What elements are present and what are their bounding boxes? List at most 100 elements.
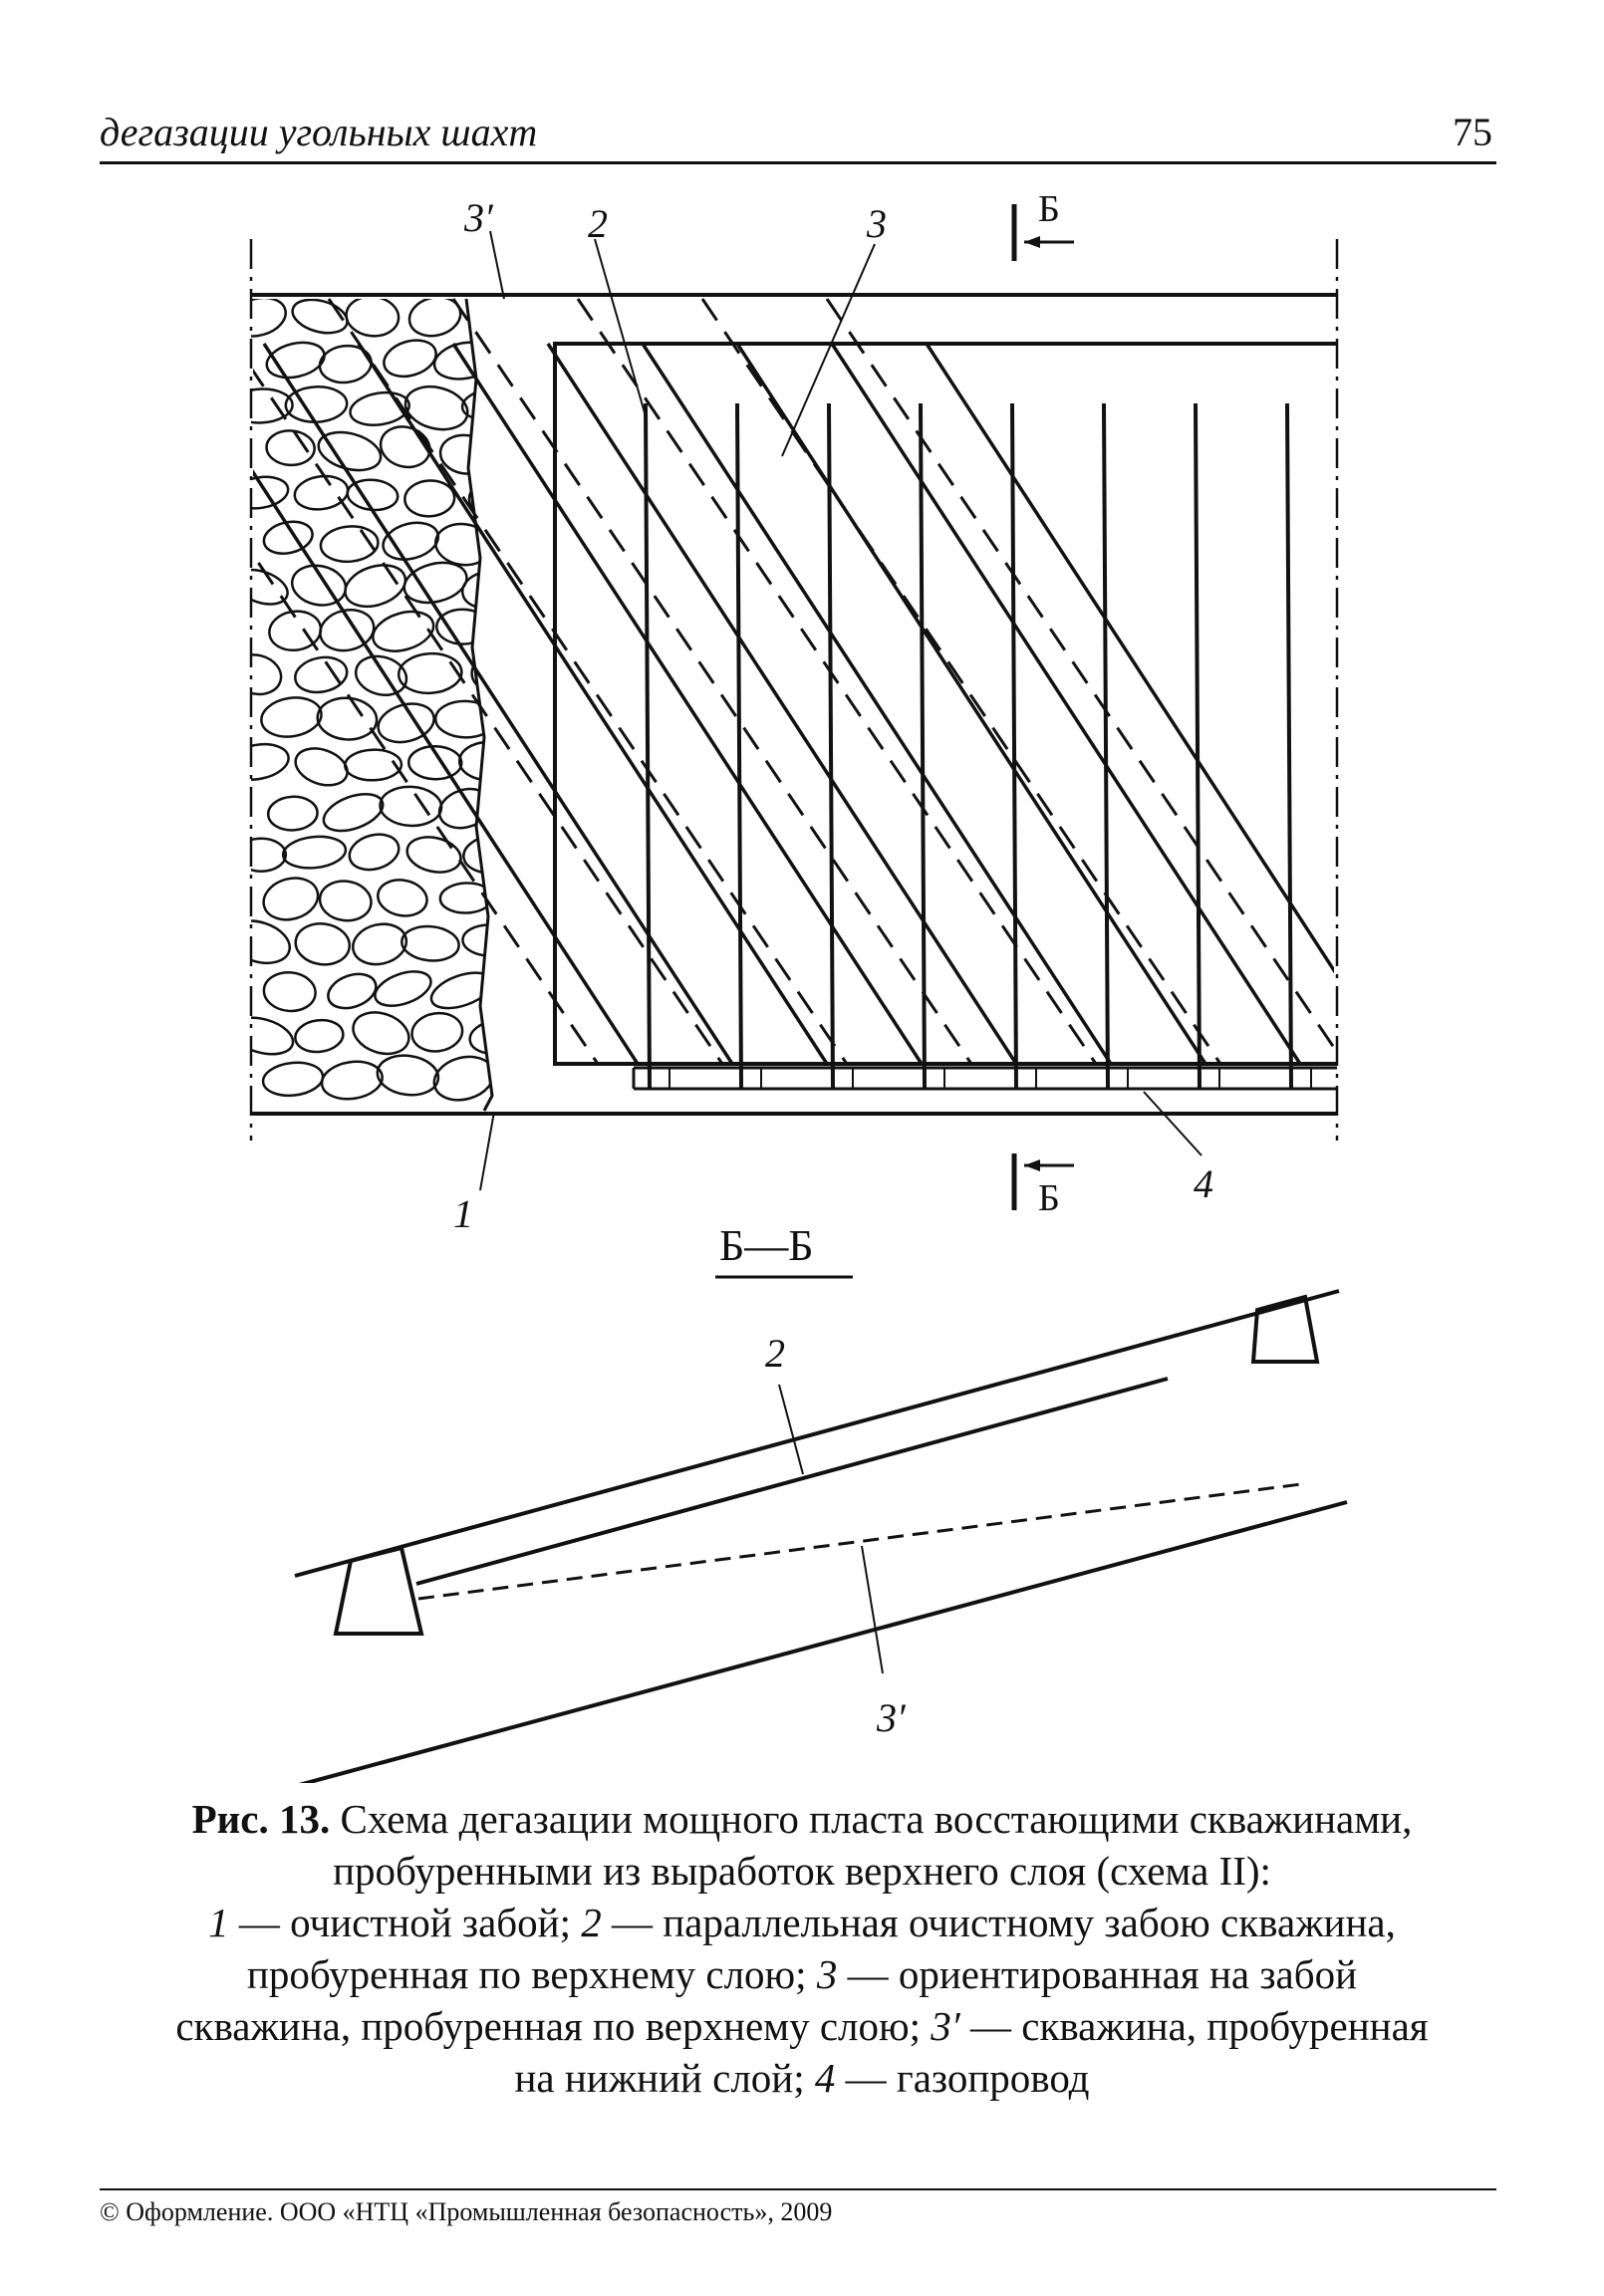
rubble-stone — [488, 341, 492, 383]
section-roadway-upper — [1250, 1294, 1320, 1364]
legend-text-1: — очистной забой; — [228, 1900, 582, 1945]
rubble-stone — [344, 564, 407, 609]
rubble-stone — [251, 742, 290, 781]
legend-text-2b: пробуренная по верхнему слою; — [246, 1951, 817, 1997]
lower-layer-borehole — [700, 298, 1222, 1065]
rubble-stone — [518, 735, 583, 787]
caption-line-5: скважина, пробуренная по верхнему слою; … — [90, 2000, 1514, 2052]
rubble-stone — [468, 1019, 492, 1056]
rubble-stone — [318, 344, 373, 384]
rubble-stone — [402, 561, 468, 605]
figure-13-diagram: 3′ 2 3 Б Б 1 4 Б—Б 2 3′ — [249, 188, 1348, 1783]
rubble-stone — [251, 475, 290, 510]
label-section-bottom: Б — [1038, 1177, 1060, 1219]
plan-view — [249, 204, 1339, 1210]
rubble-stone — [432, 341, 492, 381]
rubble-stone — [317, 430, 383, 472]
rubble-stone — [470, 652, 492, 695]
running-title: дегазации угольных шахт — [100, 110, 538, 154]
rubble-stone — [372, 610, 435, 652]
rubble-stone — [491, 524, 492, 563]
parallel-borehole — [735, 402, 743, 1089]
upper-roof-line — [294, 1289, 1340, 1578]
label-section-top: Б — [1038, 188, 1060, 230]
label-2-top: 2 — [588, 201, 608, 246]
rubble-stone — [462, 834, 492, 875]
lower-layer-borehole — [327, 298, 849, 1065]
gas-pipeline — [632, 1066, 1337, 1091]
rubble-stone — [352, 1011, 410, 1056]
page-number: 75 — [1453, 110, 1492, 154]
lower-layer-borehole — [451, 298, 973, 1065]
oriented-borehole — [253, 469, 640, 1065]
label-2-section: 2 — [765, 1331, 785, 1376]
rubble-stone — [316, 696, 379, 741]
legend-text-3prime-b: на нижний слой; — [514, 2055, 815, 2101]
figure-number: Рис. 13. — [191, 1796, 331, 1842]
oriented-borehole — [451, 343, 924, 1065]
section-roadway-lower — [333, 1545, 424, 1636]
footer-rule — [100, 2188, 1496, 2190]
rubble-stone — [432, 1055, 492, 1102]
rubble-stone — [294, 922, 352, 966]
leader-2-section — [778, 1384, 804, 1475]
label-3prime-top: 3′ — [463, 195, 494, 240]
rubble-stone — [551, 875, 616, 917]
rubble-stone — [262, 970, 317, 1013]
rubble-stone — [318, 880, 373, 922]
lower-layer-borehole — [825, 298, 1334, 1051]
coal-face-edge — [464, 298, 494, 1112]
parallel-borehole — [827, 402, 835, 1089]
rubble-stone — [251, 919, 291, 965]
rubble-stone — [294, 747, 349, 787]
parallel-borehole — [1285, 402, 1293, 1089]
legend-text-3prime: — скважина, пробуренная — [959, 2003, 1429, 2049]
rubble-stone — [265, 341, 326, 380]
rubble-stone — [345, 299, 401, 338]
label-1: 1 — [453, 1191, 473, 1236]
legend-text-2: — параллельная очистному забою скважина, — [601, 1900, 1396, 1945]
rubble-stone — [265, 429, 316, 467]
boreholes — [253, 298, 1334, 1089]
label-3-top: 3 — [866, 201, 887, 246]
rubble-stone — [406, 744, 463, 781]
rubble-stone — [397, 651, 463, 695]
figure-caption: Рис. 13. Схема дегазации мощного пласта … — [90, 1793, 1514, 2104]
oriented-borehole — [925, 343, 1334, 974]
rubble-stone — [261, 1061, 325, 1098]
caption-line-3: 1 — очистной забой; 2 — параллельная очи… — [90, 1897, 1514, 1948]
rubble-stone — [491, 968, 492, 1004]
section-borehole-3prime — [417, 1482, 1302, 1601]
rubble-stone — [290, 564, 348, 607]
legend-text-3b: скважина, пробуренная по верхнему слою; — [175, 2003, 932, 2049]
oriented-borehole — [262, 343, 734, 1065]
rubble-stone — [491, 1059, 492, 1095]
rubble-stone — [401, 924, 460, 962]
rubble-stone — [348, 833, 401, 872]
rubble-stone — [266, 795, 319, 832]
lower-layer-borehole — [576, 298, 1098, 1065]
rubble-stone — [551, 606, 606, 649]
rubble-stone — [489, 427, 492, 471]
legend-text-3: — ориентированная на забой — [837, 1951, 1358, 1997]
rubble-stone — [438, 882, 492, 914]
rubble-stone — [352, 922, 408, 966]
rubble-stone — [251, 837, 288, 873]
legend-number-1: 1 — [208, 1900, 229, 1945]
rubble-stone — [437, 787, 492, 830]
rubble-stone — [377, 879, 428, 917]
parallel-borehole — [1010, 402, 1018, 1089]
rubble-stone — [517, 386, 577, 433]
caption-line-2: пробуренными из выработок верхнего слоя … — [333, 1848, 1271, 1894]
plan-labels: 3′ 2 3 Б Б 1 4 — [453, 188, 1213, 1236]
rubble-stone — [349, 390, 411, 426]
label-3prime-section: 3′ — [876, 1695, 907, 1740]
legend-number-3prime: 3′ — [931, 2003, 960, 2049]
lower-layer-borehole — [253, 368, 724, 1065]
rubble-stone — [327, 972, 378, 1010]
rubble-stone — [322, 792, 385, 833]
caption-line-1: Схема дегазации мощного пласта восстающи… — [330, 1796, 1413, 1842]
legend-number-2: 2 — [581, 1900, 602, 1945]
legend-text-4: — газопровод — [835, 2055, 1090, 2101]
section-view: Б—Б 2 3′ — [294, 1221, 1348, 1783]
